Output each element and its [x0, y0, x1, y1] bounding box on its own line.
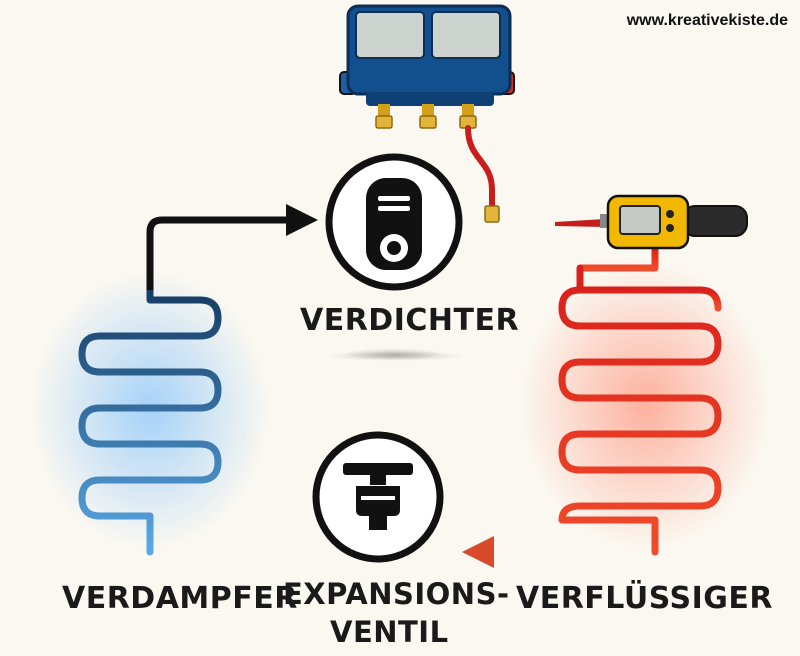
suction-arrow-icon [286, 204, 318, 236]
condenser-glow [520, 260, 770, 550]
label-verdampfer: VERDAMPFER [62, 581, 298, 616]
digital-thermometer-icon [555, 194, 748, 250]
liquid-arrow-icon [462, 536, 494, 568]
expansion-valve-icon [312, 431, 444, 563]
watermark-text: www.kreativekiste.de [626, 12, 788, 29]
evaporator-coil-icon [78, 286, 222, 556]
condenser-coil-icon [558, 264, 722, 556]
label-verfluessiger: VERFLÜSSIGER [516, 581, 773, 616]
label-expansion-line1: EXPANSIONS- [283, 577, 510, 611]
service-hose [465, 125, 495, 217]
label-verdichter: VERDICHTER [300, 303, 520, 338]
label-expansion-line2: VENTIL [330, 615, 449, 649]
compressor-icon [325, 153, 463, 291]
manifold-gauge-icon [339, 4, 515, 129]
suction-line [146, 216, 290, 290]
service-port [484, 205, 500, 223]
